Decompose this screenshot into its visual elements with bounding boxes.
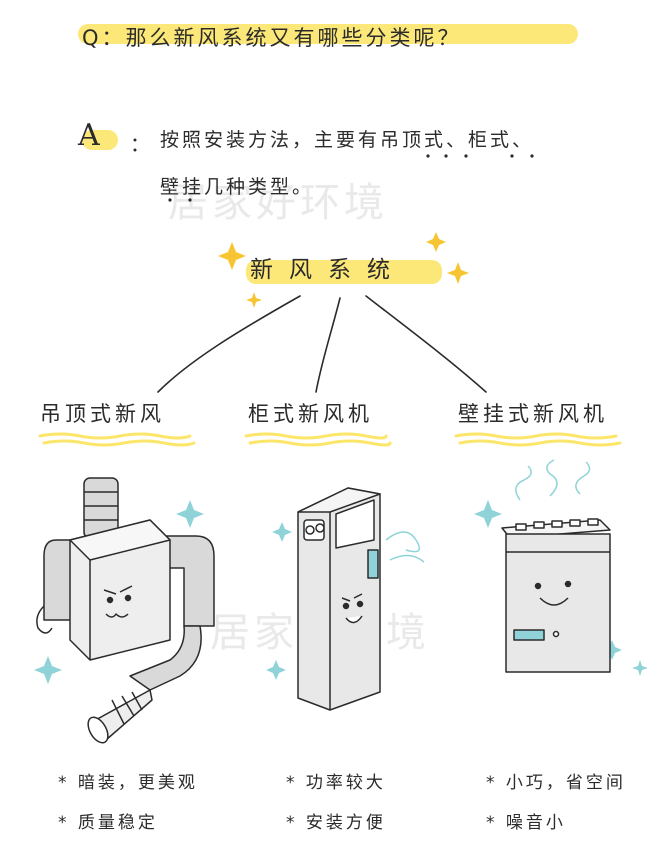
sparkle-icon xyxy=(266,660,286,680)
feature-ceiling-1: * 暗装，更美观 xyxy=(58,773,198,793)
category-cabinet-label: 柜式新风机 xyxy=(248,402,373,426)
diagram-root-label: 新风系统 xyxy=(250,257,406,283)
emphasis-dots xyxy=(168,154,534,202)
answer-line-1: 按照安装方法，主要有吊顶式、柜式、 xyxy=(160,129,535,151)
question-text: Q：那么新风系统又有哪些分类呢？ xyxy=(82,26,462,50)
sparkle-icons xyxy=(218,232,469,308)
wall-unit-drawing xyxy=(501,459,611,673)
category-ceiling-label: 吊顶式新风 xyxy=(40,402,165,426)
sparkle-icon xyxy=(632,660,648,676)
root-highlight xyxy=(246,260,442,284)
feature-cabinet-2: * 安装方便 xyxy=(286,813,386,833)
answer-highlight xyxy=(82,130,118,150)
category-underlines xyxy=(38,432,622,447)
answer-letter: A xyxy=(78,118,100,153)
branch-line-left xyxy=(157,295,301,393)
cabinet-unit-drawing xyxy=(297,487,425,711)
sparkle-icon xyxy=(474,500,502,528)
sparkle-icon xyxy=(218,242,246,270)
sparkle-icon xyxy=(272,522,292,542)
watermark-top: 居家好环境 xyxy=(168,180,388,226)
sparkle-icon xyxy=(602,640,622,660)
answer-line-2: 壁挂几种类型。 xyxy=(160,176,315,198)
branch-line-right xyxy=(365,295,487,393)
ceiling-unit-drawing xyxy=(36,477,215,744)
answer-colon: ： xyxy=(130,132,150,156)
feature-cabinet-1: * 功率较大 xyxy=(286,773,386,793)
sparkle-icon xyxy=(426,232,446,252)
sparkle-icon xyxy=(176,500,204,528)
branch-lines xyxy=(157,295,487,393)
sparkle-icon xyxy=(34,656,62,684)
feature-wall-2: * 噪音小 xyxy=(486,813,566,833)
question-highlight xyxy=(78,24,578,44)
category-wall-label: 壁挂式新风机 xyxy=(458,402,608,426)
sparkle-icon xyxy=(246,292,262,308)
sparkle-icon xyxy=(447,262,469,284)
branch-line-middle xyxy=(315,297,341,393)
teal-sparkle-icons xyxy=(34,500,648,684)
feature-ceiling-2: * 质量稳定 xyxy=(58,813,158,833)
feature-wall-1: * 小巧，省空间 xyxy=(486,773,626,793)
